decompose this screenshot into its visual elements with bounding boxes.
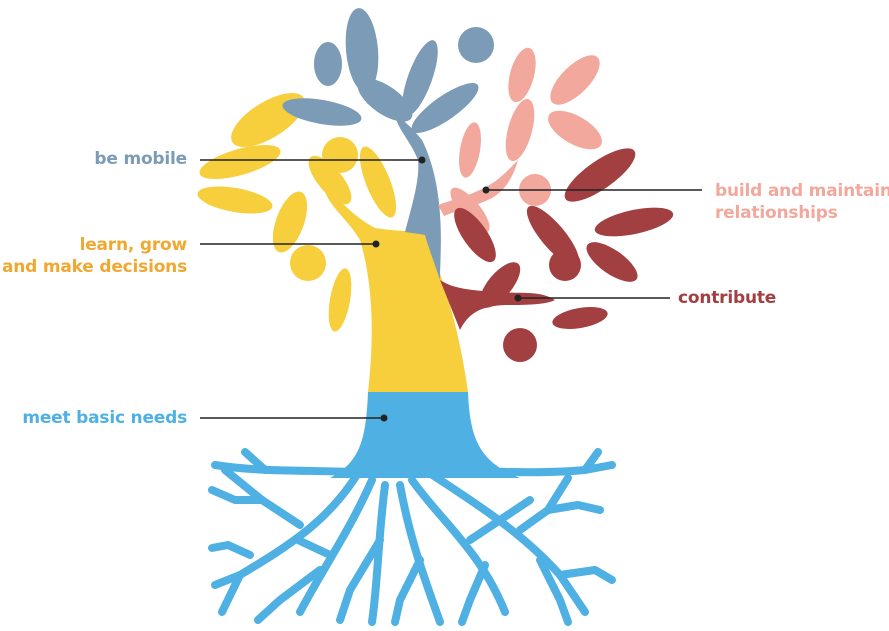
label-contribute: contribute [678, 287, 776, 309]
label-relationships-line1: build and maintain [715, 180, 889, 202]
leaves-contribute [447, 139, 676, 362]
leaves-relationships [444, 45, 608, 238]
label-be-mobile: be mobile [94, 148, 187, 170]
label-meet-basic-needs: meet basic needs [22, 407, 187, 429]
leaves-mobile [281, 7, 494, 141]
label-build-maintain-relationships: build and maintain relationships [715, 180, 889, 224]
label-learn-line1: learn, grow [2, 234, 187, 256]
label-learn-line2: and make decisions [2, 256, 187, 278]
trunk-basic-needs [330, 392, 520, 478]
label-learn-grow: learn, grow and make decisions [2, 234, 187, 278]
label-relationships-line2: relationships [715, 202, 889, 224]
